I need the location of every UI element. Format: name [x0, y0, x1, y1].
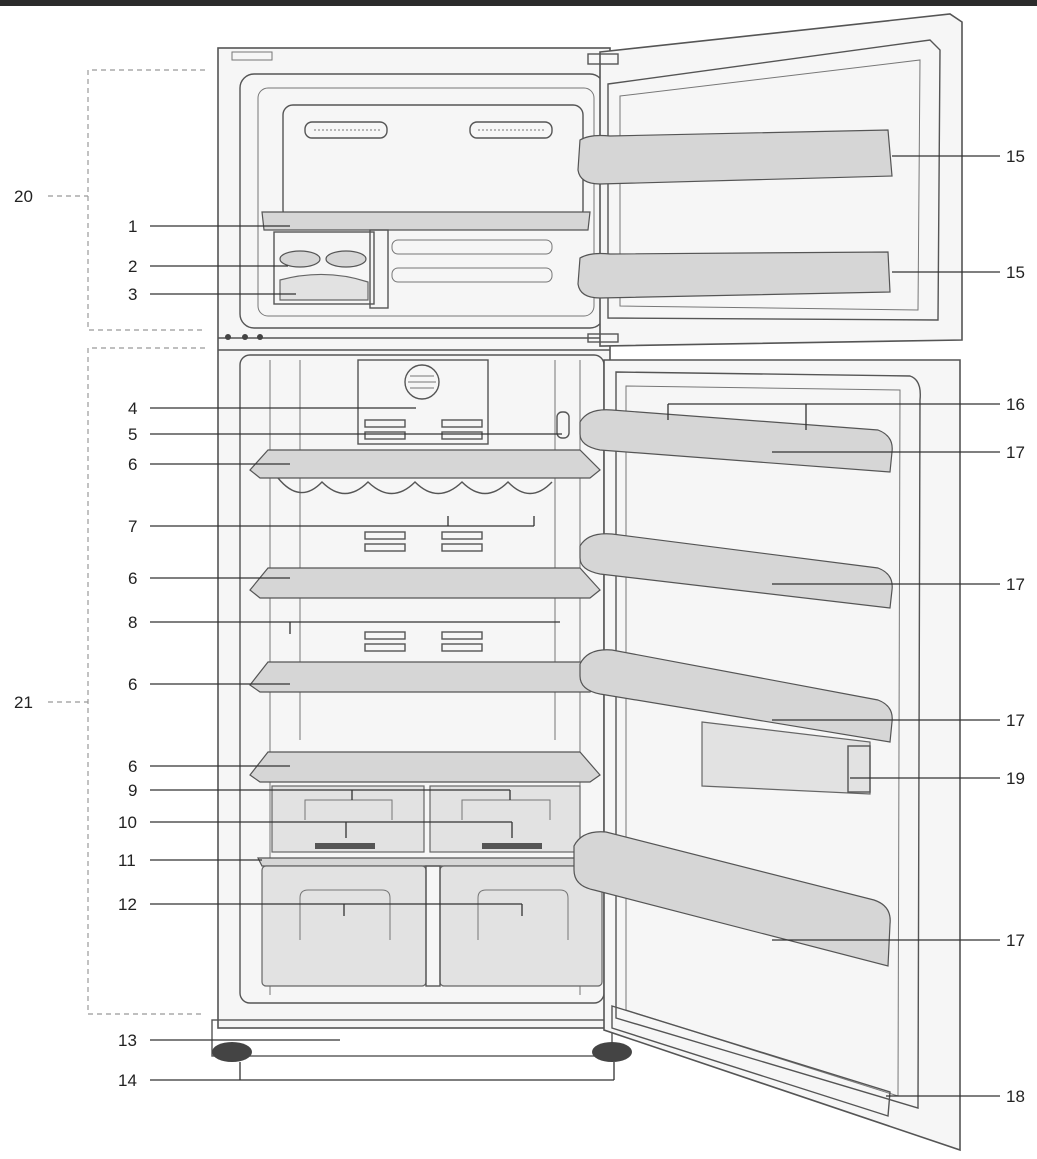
callout-3: 3 [128, 285, 137, 304]
callout-17-first: 17 [1006, 443, 1025, 462]
callout-15-second: 15 [1006, 263, 1025, 282]
callout-11: 11 [118, 851, 136, 870]
callout-16: 16 [1006, 395, 1025, 414]
callout-2: 2 [128, 257, 137, 276]
callout-21: 21 [14, 693, 33, 712]
callout-18: 18 [1006, 1087, 1025, 1106]
callout-12: 12 [118, 895, 137, 914]
callout-6-second: 6 [128, 569, 137, 588]
fridge-door [573, 359, 961, 1152]
callout-7: 7 [128, 517, 137, 536]
callout-9: 9 [128, 781, 137, 800]
refrigerator-cabinet [211, 47, 632, 1062]
leader-lines [48, 69, 1000, 1097]
callout-1: 1 [128, 217, 137, 236]
callout-13: 13 [118, 1031, 137, 1050]
callout-17-fourth: 17 [1006, 931, 1025, 950]
callout-5: 5 [128, 425, 137, 444]
callout-15-first: 15 [1006, 147, 1025, 166]
top-border-bar [0, 0, 1037, 6]
callout-6-fourth: 6 [128, 757, 137, 776]
callout-8: 8 [128, 613, 137, 632]
callout-14: 14 [118, 1071, 137, 1090]
callout-20: 20 [14, 187, 33, 206]
freezer-door [577, 13, 963, 347]
callout-19: 19 [1006, 769, 1025, 788]
callout-6-third: 6 [128, 675, 137, 694]
callout-17-third: 17 [1006, 711, 1025, 730]
callout-labels: 1 2 3 4 5 6 7 6 8 6 6 9 10 11 12 13 14 1… [14, 147, 1025, 1106]
callout-10: 10 [118, 813, 137, 832]
callout-6-first: 6 [128, 455, 137, 474]
callout-17-second: 17 [1006, 575, 1025, 594]
callout-4: 4 [128, 399, 137, 418]
